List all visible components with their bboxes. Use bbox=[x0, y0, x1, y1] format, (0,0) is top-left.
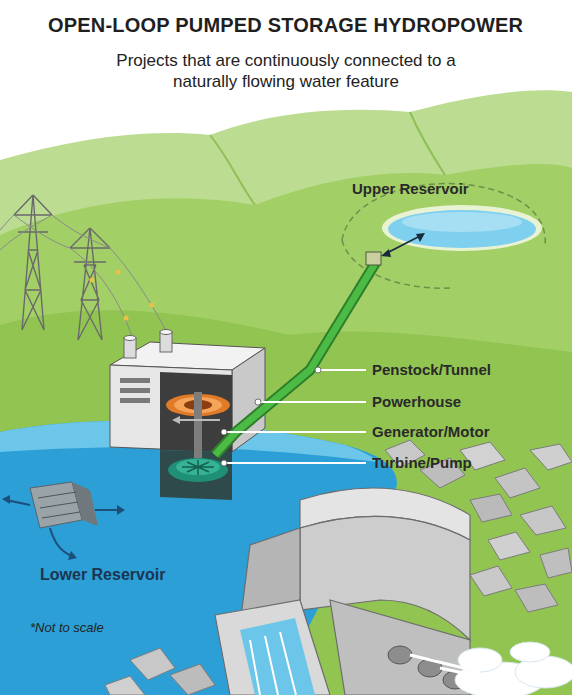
far-hill bbox=[0, 90, 572, 695]
spray bbox=[455, 642, 572, 695]
near-hill bbox=[0, 310, 572, 695]
spillway-water bbox=[240, 618, 315, 695]
arrow-head bbox=[416, 233, 425, 242]
arrow-head bbox=[2, 495, 125, 560]
hill-ridge bbox=[210, 135, 255, 205]
power-line bbox=[0, 215, 170, 345]
leader-line bbox=[224, 370, 366, 463]
transmission-tower bbox=[14, 195, 110, 340]
turbine bbox=[168, 458, 228, 482]
part-label: Generator/Motor bbox=[372, 423, 490, 440]
insulator-dot bbox=[90, 270, 155, 321]
part-label: Penstock/Tunnel bbox=[372, 361, 491, 378]
penstock bbox=[215, 262, 376, 455]
upper-reservoir bbox=[388, 210, 536, 248]
intake-box bbox=[366, 252, 381, 265]
flow-arrow bbox=[385, 236, 420, 254]
subtitle: Projects that are continuously connected… bbox=[104, 50, 468, 92]
water-highlight bbox=[402, 212, 522, 232]
rocks bbox=[105, 440, 572, 695]
diagram-title: OPEN-LOOP PUMPED STORAGE HYDROPOWER bbox=[48, 14, 523, 37]
outflow bbox=[410, 655, 520, 690]
note: *Not to scale bbox=[30, 620, 104, 635]
flow-arrow bbox=[6, 500, 120, 556]
insulator bbox=[124, 330, 172, 359]
leader-dot bbox=[221, 367, 321, 466]
penstock-outline bbox=[215, 262, 376, 455]
part-label: Powerhouse bbox=[372, 393, 461, 410]
intake bbox=[30, 482, 98, 528]
hill bbox=[0, 164, 572, 695]
part-label: Turbine/Pump bbox=[372, 454, 472, 471]
reservoir-rim bbox=[382, 205, 542, 251]
dam bbox=[215, 488, 470, 695]
arrow-head bbox=[381, 249, 391, 257]
hill-ridge bbox=[410, 112, 445, 175]
reservoir-label: Upper Reservoir bbox=[352, 180, 469, 197]
reservoir-label: Lower Reservoir bbox=[40, 566, 165, 584]
